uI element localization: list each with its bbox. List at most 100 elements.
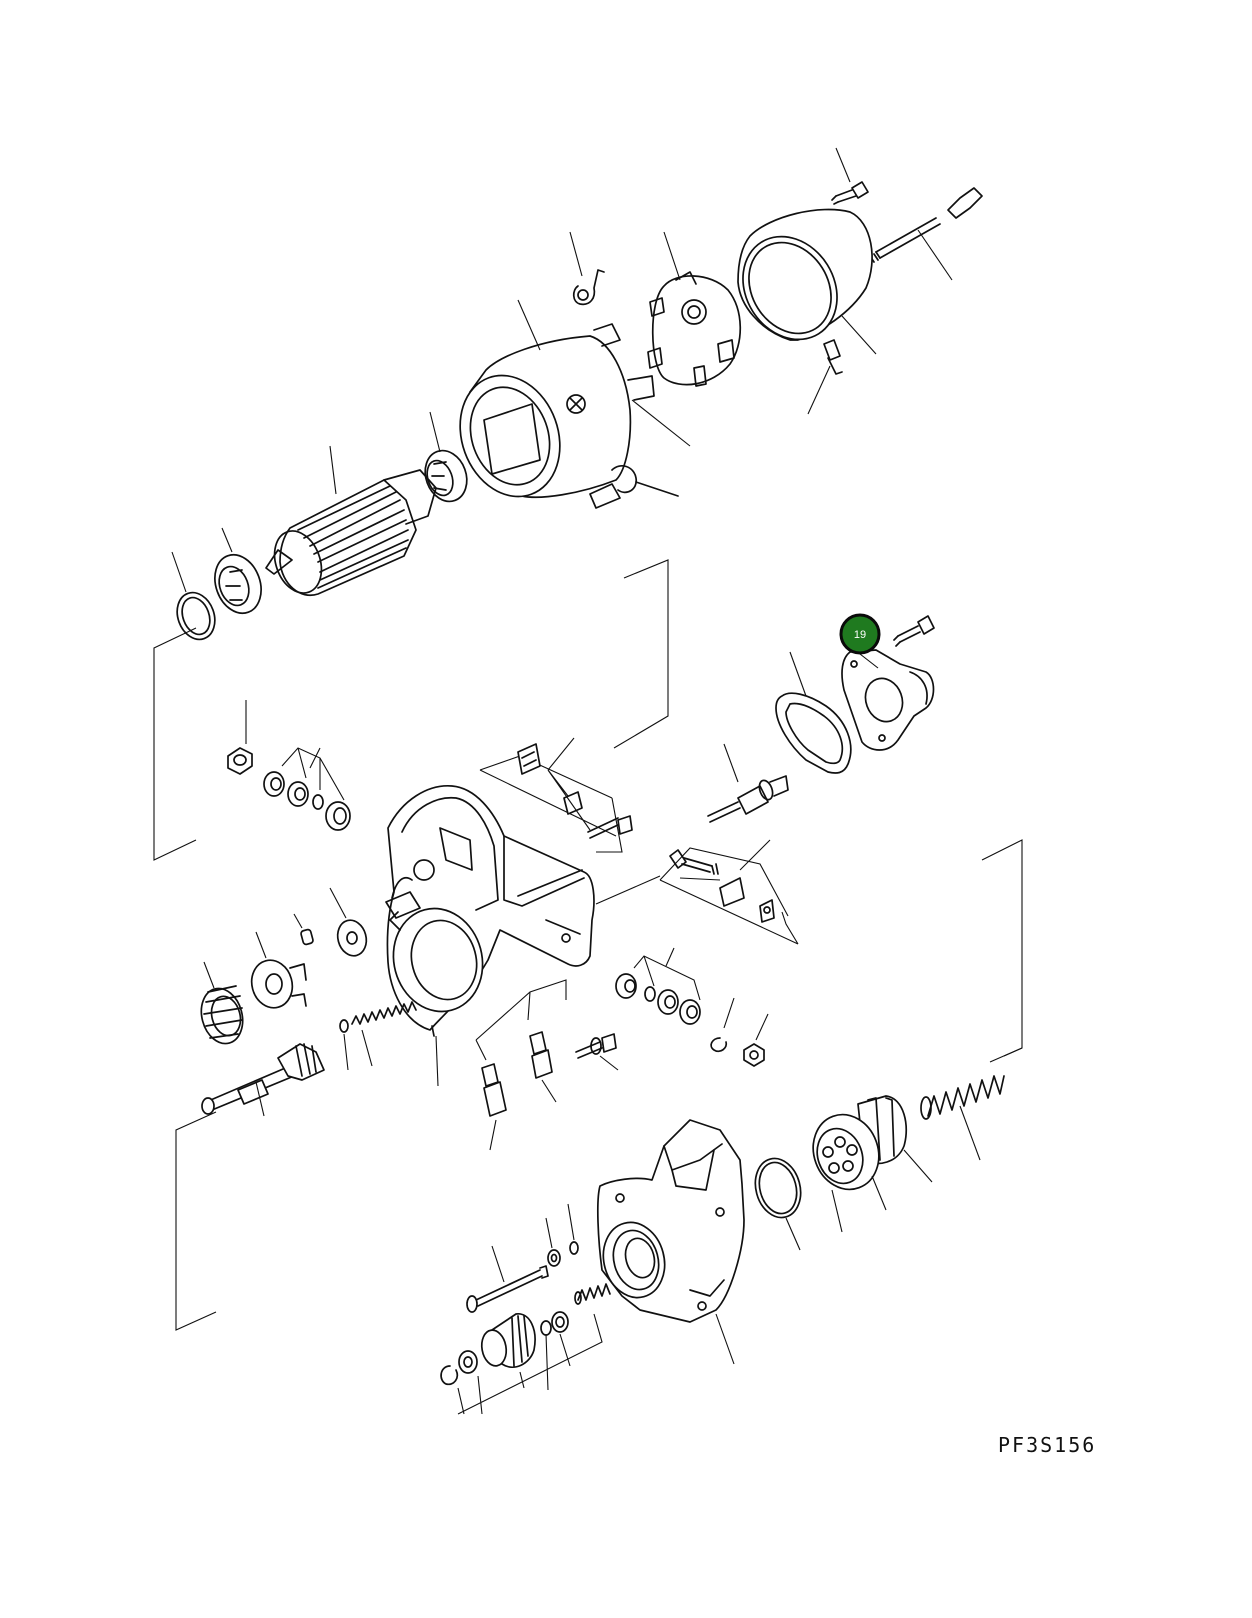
group-bracket: [297, 747, 321, 790]
leader-line: [329, 887, 347, 919]
group-bracket: [153, 627, 197, 861]
leader-line: [665, 947, 675, 967]
drive-housing-part[interactable]: [382, 785, 595, 1037]
leader-line: [723, 743, 739, 783]
leader-line: [807, 365, 831, 415]
nut-part[interactable]: [227, 747, 253, 775]
pinion-gear-part[interactable]: [195, 984, 248, 1048]
leader-line: [789, 651, 807, 697]
group-bracket: [547, 769, 591, 831]
washer-part[interactable]: [334, 917, 370, 959]
bolt-part[interactable]: [575, 1033, 617, 1059]
yoke-housing-part[interactable]: [724, 208, 873, 357]
leader-line: [567, 1203, 575, 1241]
brush-holder-part[interactable]: [647, 271, 742, 387]
clutch-part[interactable]: [246, 956, 307, 1013]
contact-bolt-part[interactable]: [669, 849, 775, 923]
leader-line: [663, 231, 681, 281]
spring-part[interactable]: [574, 1283, 611, 1305]
leader-line: [917, 229, 953, 281]
group-bracket: [633, 955, 701, 1001]
terminal-contact-part[interactable]: [517, 743, 633, 839]
through-bolt-part[interactable]: [466, 1265, 549, 1313]
nut-part[interactable]: [743, 1043, 765, 1067]
leader-line: [309, 747, 321, 769]
leader-line: [435, 1035, 439, 1087]
terminal-stud-part[interactable]: [529, 1031, 553, 1079]
leader-line: [785, 1217, 801, 1251]
leader-line: [595, 875, 661, 905]
snap-ring-part[interactable]: [171, 587, 221, 644]
idler-gear-part[interactable]: [479, 1313, 536, 1369]
leader-line: [835, 147, 851, 183]
leader-line: [541, 1079, 557, 1103]
leader-line: [517, 299, 541, 351]
leader-line: [755, 1013, 769, 1041]
washer-part[interactable]: [458, 1311, 569, 1374]
terminal-part[interactable]: [823, 339, 843, 375]
plunger-part[interactable]: [707, 775, 789, 823]
terminal-stud-part[interactable]: [481, 1063, 507, 1117]
leader-line: [631, 399, 691, 447]
leader-line: [171, 551, 187, 593]
ball-part[interactable]: [569, 1241, 579, 1255]
clip-part[interactable]: [572, 269, 605, 306]
pinion-shaft-part[interactable]: [201, 1043, 325, 1115]
washer-part[interactable]: [263, 771, 351, 831]
leader-line: [715, 1313, 735, 1365]
leader-line: [599, 1055, 619, 1071]
bolt-part[interactable]: [893, 615, 935, 647]
group-bracket: [1003, 1047, 1023, 1057]
leader-line: [739, 839, 771, 871]
leader-line: [841, 315, 877, 355]
leader-line: [489, 1119, 497, 1151]
leader-line: [293, 913, 303, 929]
group-bracket: [281, 747, 345, 801]
callout-19[interactable]: 19: [839, 613, 881, 669]
washer-part[interactable]: [547, 1249, 561, 1267]
leader-line: [221, 527, 233, 553]
leader-line: [361, 1029, 373, 1067]
leader-line: [547, 737, 575, 771]
leader-line: [329, 445, 337, 495]
group-bracket: [475, 979, 567, 1061]
group-bracket: [659, 847, 799, 945]
ball-bearing-part[interactable]: [207, 548, 269, 619]
leader-line: [871, 1175, 887, 1211]
field-coil-part[interactable]: [444, 323, 655, 511]
leader-line: [569, 231, 583, 277]
leader-line: [491, 1245, 505, 1283]
leader-line: [831, 1189, 843, 1233]
armature-part[interactable]: [265, 469, 437, 600]
pin-part[interactable]: [300, 928, 314, 946]
screw-part[interactable]: [831, 181, 869, 205]
solenoid-cover-part[interactable]: [841, 649, 935, 751]
lead-terminal-part[interactable]: [589, 465, 679, 509]
bolt-part[interactable]: [865, 187, 983, 265]
group-bracket: [175, 1111, 217, 1331]
callout-19-label: 19: [854, 629, 866, 641]
washer-part[interactable]: [615, 973, 701, 1025]
leader-line: [255, 1081, 265, 1117]
leader-line: [959, 1105, 981, 1161]
leader-line: [723, 997, 735, 1029]
leader-line: [679, 877, 721, 881]
leader-line: [903, 1149, 933, 1183]
spring-part[interactable]: [339, 1001, 417, 1033]
gasket-part[interactable]: [775, 692, 852, 774]
group-bracket: [613, 559, 669, 749]
leader-line: [545, 1217, 553, 1249]
leader-line: [429, 411, 441, 453]
roller-clutch-part[interactable]: [803, 1105, 889, 1198]
circlip-part[interactable]: [440, 1365, 459, 1386]
leader-line: [203, 961, 215, 989]
gear-housing-part[interactable]: [595, 1119, 745, 1323]
o-ring-part[interactable]: [749, 1153, 807, 1222]
return-spring-part[interactable]: [920, 1075, 1005, 1120]
leader-line: [255, 931, 267, 959]
leader-line: [343, 1033, 349, 1071]
circlip-part[interactable]: [710, 1037, 728, 1053]
group-bracket: [457, 1313, 603, 1415]
diagram-code: PF3S156: [998, 1433, 1096, 1457]
